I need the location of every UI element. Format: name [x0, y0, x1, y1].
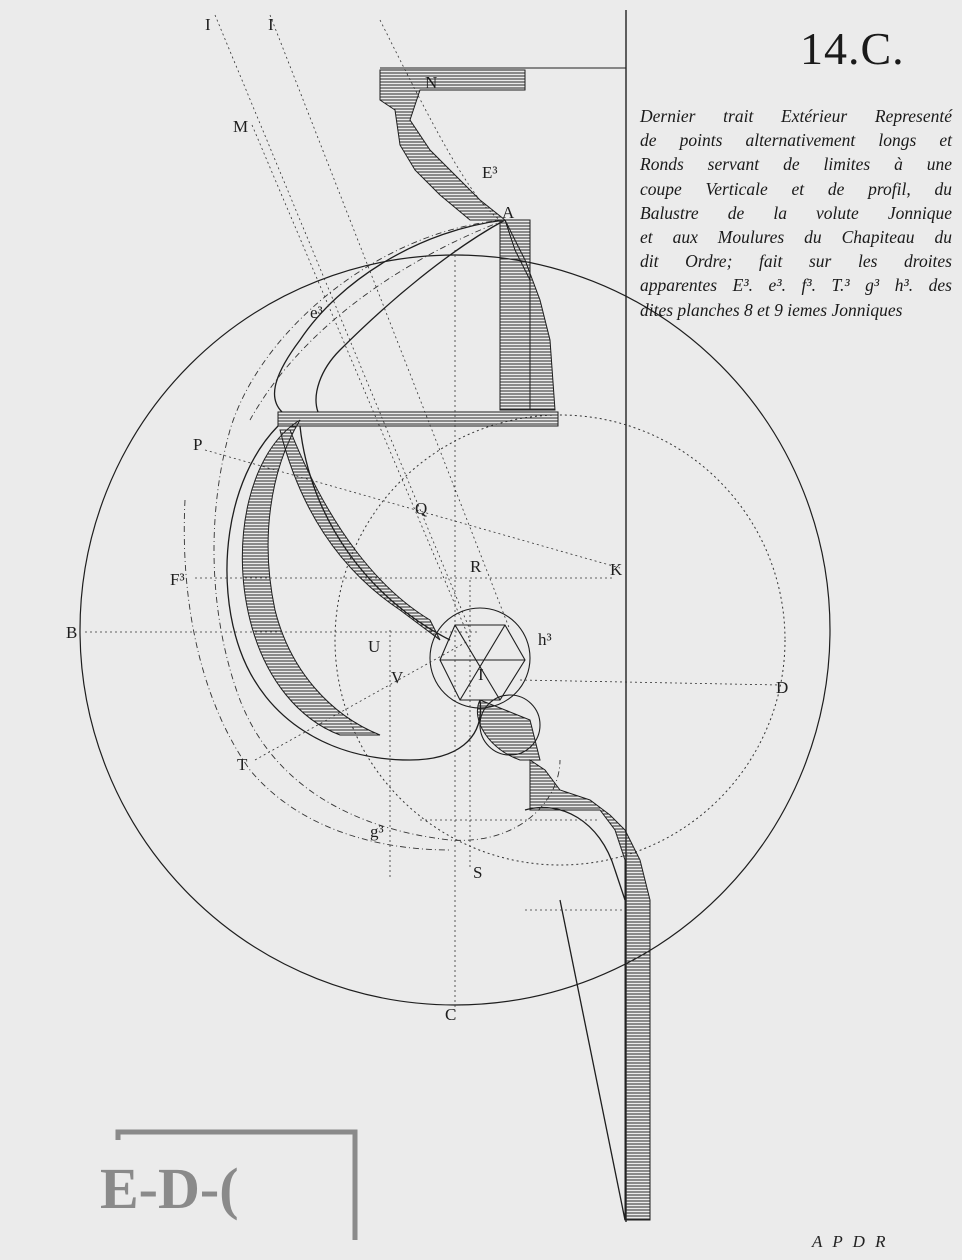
plate-number: 14.C.	[800, 23, 905, 74]
caption-line: Balustre de la volute Jonnique	[640, 202, 952, 223]
label-h3: h³	[538, 630, 552, 649]
library-stamp: E-D-(	[100, 1129, 358, 1240]
caption-line: dit Ordre; fait sur les droites	[640, 251, 952, 272]
label-C: C	[445, 1005, 456, 1024]
label-P: P	[193, 435, 202, 454]
stamp-text: E-D-(	[100, 1156, 239, 1221]
point-labels: I I M N E³ A e³ P Q F³ R K B U h³ V I D …	[66, 15, 788, 1024]
label-R: R	[470, 557, 482, 576]
label-B: B	[66, 623, 77, 642]
guide-lines	[85, 14, 781, 1015]
label-N: N	[425, 73, 437, 92]
caption-line: et aux Moulures du Chapiteau du	[640, 227, 952, 248]
label-S: S	[473, 863, 482, 882]
label-T: T	[237, 755, 248, 774]
label-U: U	[368, 637, 380, 656]
construction-lines	[183, 219, 561, 851]
engraver-signature: A P D R	[812, 1232, 889, 1251]
caption-line: apparentes E³. e³. f³. T.³ g³ h³. des	[640, 275, 952, 296]
label-e3: e³	[310, 303, 323, 322]
dotted-construction-circle	[334, 414, 786, 866]
plate-caption: Dernier trait Extérieur Representé de po…	[640, 104, 952, 322]
label-K: K	[610, 560, 623, 579]
label-I3: I	[478, 665, 484, 684]
volute-eye	[429, 607, 541, 756]
caption-line: de points alternativement longs et	[640, 130, 952, 151]
label-M: M	[233, 117, 248, 136]
caption-line: coupe Verticale et de profil, du	[640, 178, 952, 199]
label-I1: I	[205, 15, 211, 34]
caption-line: Ronds servant de limites à une	[640, 154, 952, 175]
label-D: D	[776, 678, 788, 697]
label-Q: Q	[415, 499, 427, 518]
profile-contours	[226, 219, 626, 1221]
label-E3: E³	[482, 163, 497, 182]
caption-line: dites planches 8 et 9 iemes Jonniques	[640, 299, 903, 320]
label-V: V	[391, 668, 404, 687]
label-F3: F³	[170, 570, 185, 589]
caption-line: Dernier trait Extérieur Representé	[640, 106, 952, 126]
label-A: A	[502, 203, 515, 222]
label-g3: g³	[370, 822, 384, 841]
label-I2: I	[268, 15, 274, 34]
